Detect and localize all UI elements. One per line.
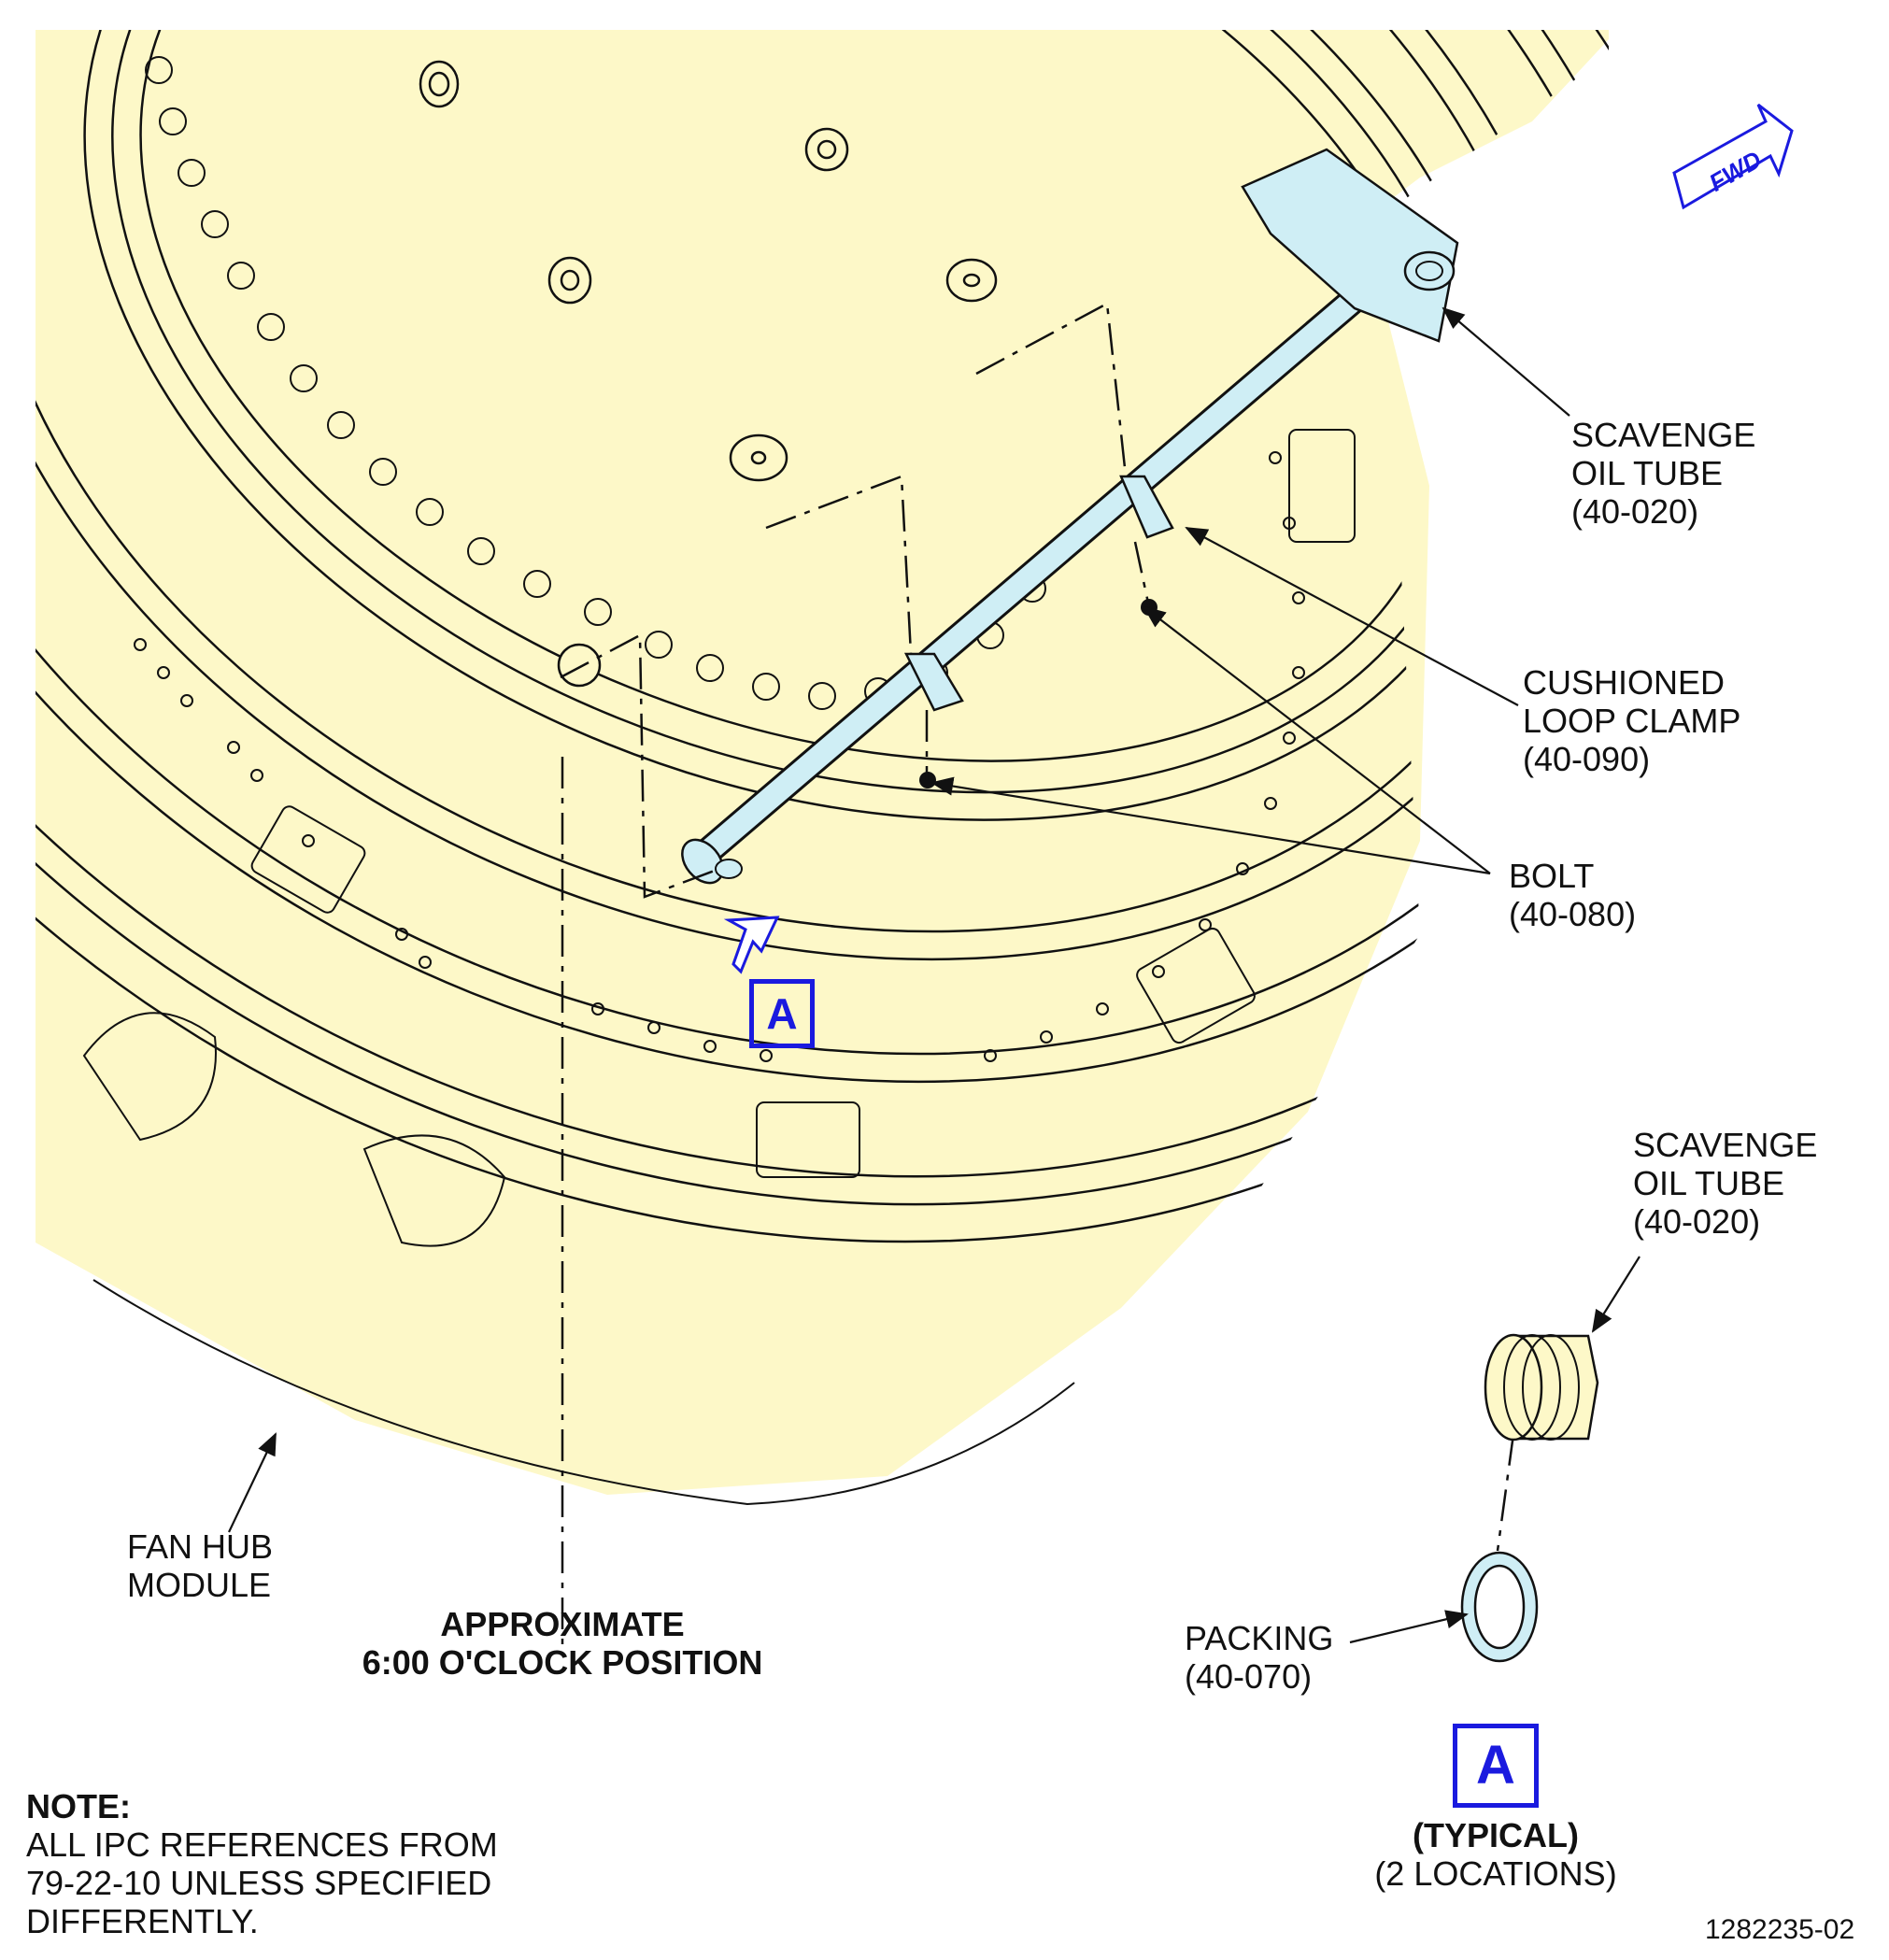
- packing-callout: PACKING (40-070): [1185, 1619, 1333, 1696]
- callout-line: (40-020): [1571, 492, 1699, 531]
- note-heading: NOTE:: [26, 1787, 131, 1825]
- callout-line: APPROXIMATE: [440, 1605, 685, 1643]
- view-arrow-icon: [723, 916, 780, 974]
- loop-clamp-callout: CUSHIONED LOOP CLAMP (40-090): [1523, 663, 1740, 778]
- note-block: NOTE: ALL IPC REFERENCES FROM 79-22-10 U…: [26, 1787, 498, 1940]
- note-line: 79-22-10 UNLESS SPECIFIED: [26, 1864, 492, 1902]
- callout-line: (40-070): [1185, 1657, 1313, 1696]
- callout-line: CUSHIONED: [1523, 663, 1726, 702]
- detail-view-subtitle: (2 LOCATIONS): [1374, 1854, 1617, 1893]
- packing-ring: [1460, 1551, 1539, 1663]
- detail-view-title: (TYPICAL): [1413, 1816, 1579, 1854]
- forward-arrow-icon: [1672, 103, 1794, 210]
- detail-tube-end: [1484, 1333, 1599, 1442]
- position-callout: APPROXIMATE 6:00 O'CLOCK POSITION: [346, 1605, 779, 1682]
- callout-line: OIL TUBE: [1633, 1164, 1785, 1202]
- view-a-reference-box: A: [749, 979, 815, 1048]
- callout-line: MODULE: [127, 1566, 272, 1604]
- callout-line: 6:00 O'CLOCK POSITION: [362, 1643, 763, 1682]
- detail-view-caption: (TYPICAL) (2 LOCATIONS): [1345, 1816, 1646, 1893]
- detail-scavenge-oil-tube-callout: SCAVENGE OIL TUBE (40-020): [1633, 1126, 1817, 1241]
- callout-line: (40-080): [1509, 895, 1637, 933]
- scavenge-oil-tube-callout: SCAVENGE OIL TUBE (40-020): [1571, 416, 1755, 531]
- callout-line: OIL TUBE: [1571, 454, 1724, 492]
- note-line: ALL IPC REFERENCES FROM: [26, 1825, 498, 1864]
- callout-line: (40-090): [1523, 740, 1651, 778]
- note-line: DIFFERENTLY.: [26, 1902, 259, 1940]
- scavenge-oil-tube: [681, 148, 1459, 885]
- callout-line: PACKING: [1185, 1619, 1334, 1657]
- callout-line: FAN HUB: [127, 1527, 274, 1566]
- callout-line: SCAVENGE: [1571, 416, 1756, 454]
- bolt-callout: BOLT (40-080): [1509, 857, 1636, 933]
- callout-line: BOLT: [1509, 857, 1595, 895]
- callout-line: LOOP CLAMP: [1523, 702, 1741, 740]
- fan-hub-module-callout: FAN HUB MODULE: [127, 1527, 273, 1604]
- callout-line: (40-020): [1633, 1202, 1761, 1241]
- detail-view-a-label: A: [1453, 1724, 1539, 1808]
- figure-number: 1282235-02: [1705, 1914, 1855, 1945]
- callout-line: SCAVENGE: [1633, 1126, 1818, 1164]
